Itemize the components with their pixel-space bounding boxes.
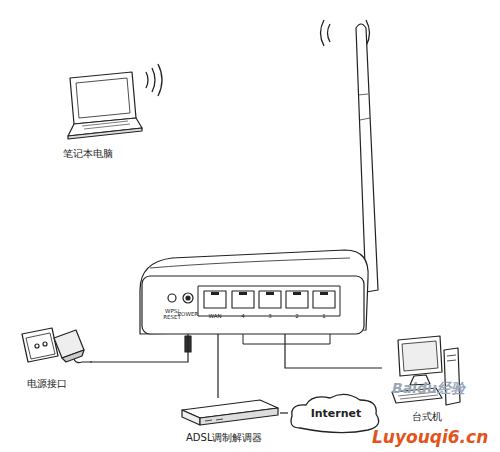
cable-line (90, 334, 188, 362)
node-label: WAN (208, 313, 221, 319)
node-label: ADSL调制解调器 (186, 432, 262, 443)
internet-cloud: Internet (288, 392, 384, 436)
watermark: Luyouqi6.cn (372, 428, 488, 447)
node-label: 1 (322, 313, 326, 319)
node-label: 4 (241, 313, 245, 319)
adsl-modem: ADSL调制解调器 (176, 398, 280, 448)
router: WPS/ RESETPOWERWAN4321 (140, 272, 366, 334)
power-outlet: 电源接口 (15, 325, 90, 393)
laptop: 笔记本电脑 (55, 70, 155, 165)
cable (285, 334, 382, 368)
cable (90, 334, 188, 362)
cable-line (280, 412, 288, 413)
node-label: Internet (311, 408, 362, 420)
node-label: 台式机 (412, 411, 442, 422)
node-label: 电源接口 (27, 378, 67, 389)
cable (280, 413, 288, 414)
desktop-pc: 台式机 (382, 335, 464, 425)
node-label: 笔记本电脑 (63, 148, 113, 159)
watermark: Baidu经验 (392, 381, 465, 396)
cable-line (285, 334, 382, 368)
cable-line (217, 334, 218, 398)
node-label: 2 (295, 313, 299, 319)
node-label: POWER (178, 311, 198, 317)
node-label: 3 (268, 313, 272, 319)
cable (218, 334, 219, 398)
